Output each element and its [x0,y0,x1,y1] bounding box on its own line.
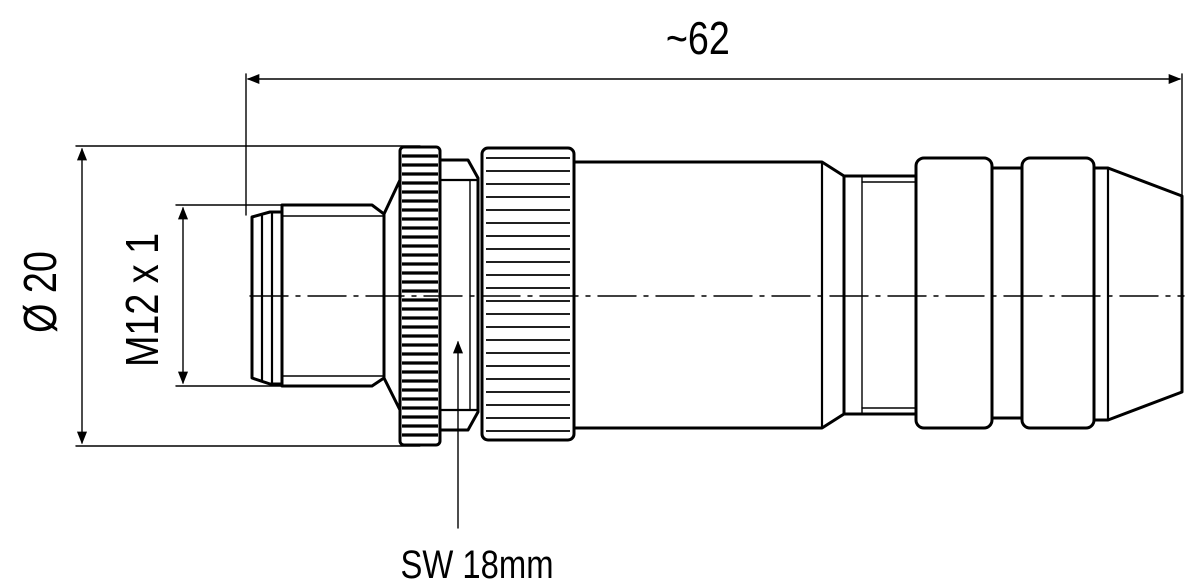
coupling-ring-ribs [402,154,438,437]
length-label: ~62 [666,12,730,63]
diameter-dimension: Ø 20 [14,145,421,447]
connector-body [250,145,1184,447]
length-dimension: ~62 [245,12,1183,216]
thread-dimension: M12 x 1 [116,204,283,387]
wrench-label: SW 18mm [400,542,553,584]
thread-label: M12 x 1 [116,233,167,367]
wrench-dimension: SW 18mm [400,340,554,584]
nut-ribs [486,157,570,432]
diameter-label: Ø 20 [14,251,65,333]
